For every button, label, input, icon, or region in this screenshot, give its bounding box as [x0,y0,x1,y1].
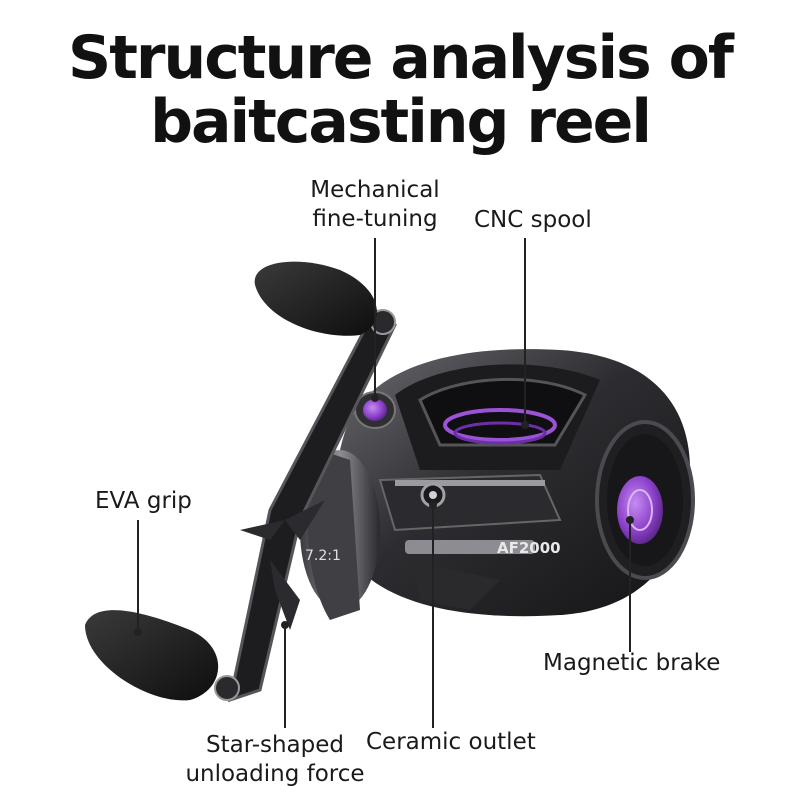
star-drag-icon [270,560,300,630]
page-title-line-1: Structure analysis of [68,23,734,93]
magnetic-brake-knob-icon [617,476,663,544]
label-mechanical-line-2: fine-tuning [312,206,438,232]
handle-arm [214,307,397,703]
page-title-line-2: baitcasting reel [150,87,652,157]
eva-grip-bottom [85,610,219,701]
label-cnc-spool: CNC spool [474,207,592,233]
model-marking: AF2000 [497,539,561,557]
callout-lines [134,238,634,728]
label-star-shaped-line-2: unloading force [185,761,365,787]
label-magnetic-brake: Magnetic brake [543,650,721,676]
label-mechanical-fine-tuning: Mechanical fine-tuning [300,176,450,234]
eva-grip-top [254,261,377,336]
label-star-shaped-unloading-force: Star-shaped unloading force [180,731,370,789]
gear-ratio-marking: 7.2:1 [305,548,341,564]
label-ceramic-outlet: Ceramic outlet [366,729,536,755]
label-mechanical-line-1: Mechanical [310,177,440,203]
cnc-spool-icon [443,408,557,442]
label-star-shaped-line-1: Star-shaped [206,732,344,758]
label-eva-grip: EVA grip [95,488,192,514]
